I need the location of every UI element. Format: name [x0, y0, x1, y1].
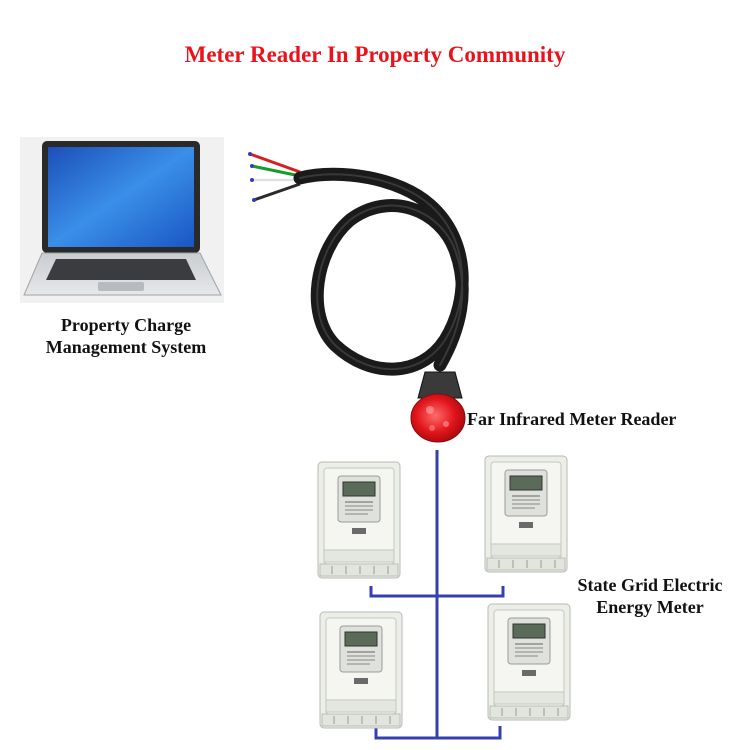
laptop-icon [20, 137, 224, 303]
infrared-cable-icon [248, 152, 469, 443]
meter-label-line2: Energy Meter [596, 597, 704, 617]
meter-label-line1: State Grid Electric [577, 575, 723, 595]
electric-meter-icon [319, 611, 403, 729]
electric-meter-icon [317, 461, 401, 579]
electric-meter-icon [484, 455, 568, 573]
system-label-line1: Property Charge [60, 315, 192, 335]
electric-meter-icon [487, 603, 571, 721]
bus-wiring [369, 450, 505, 740]
system-label: Property Charge Management System [26, 314, 226, 358]
meter-label: State Grid Electric Energy Meter [560, 574, 740, 618]
reader-label: Far Infrared Meter Reader [467, 409, 677, 429]
diagram-title: Meter Reader In Property Community [184, 42, 566, 67]
system-label-line2: Management System [45, 337, 207, 357]
